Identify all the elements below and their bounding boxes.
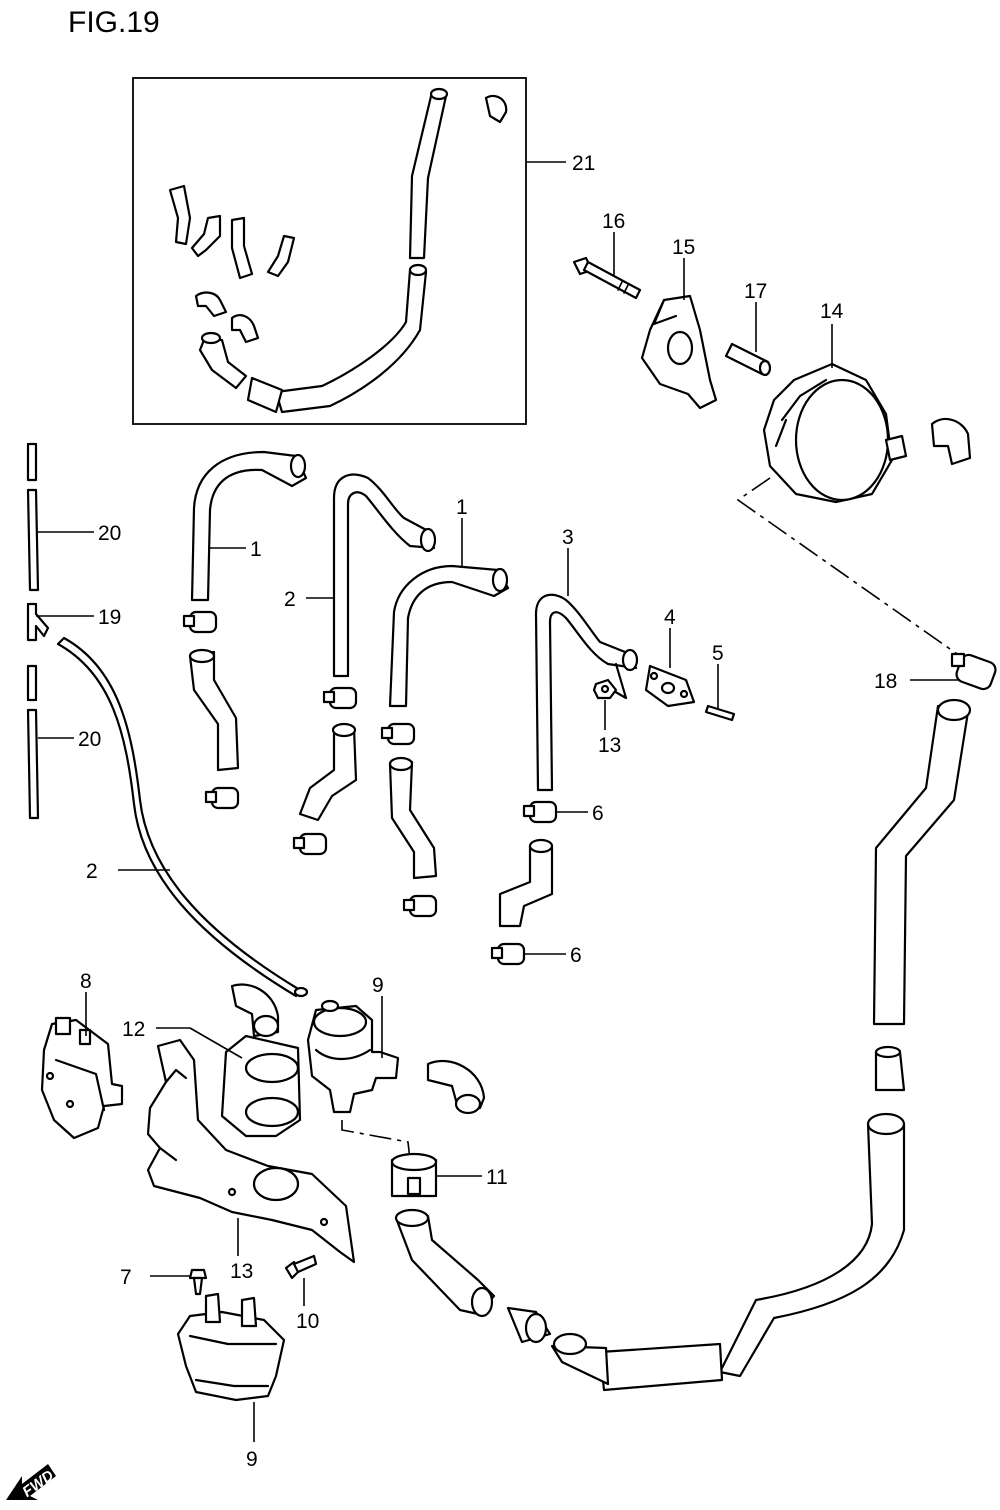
clamp-left-upper [182,610,218,634]
callout-20-lower: 20 [78,728,101,751]
callout-2-left: 1 [250,538,262,561]
callout-8: 10 [296,1310,319,1333]
hose-1-right [534,593,639,792]
callout-16: 16 [602,210,625,233]
callout-15: 15 [672,236,695,259]
clamp-13-lower [390,1152,438,1198]
clamp-left-lower [204,786,240,810]
vacuum-hose-18 [56,636,309,998]
tee-joint-19 [26,602,50,642]
callout-11: 9 [372,974,384,997]
callout-20-upper: 20 [98,522,121,545]
stud-bolt-4 [704,704,736,722]
clamp-13-upper [950,652,997,691]
callout-7: 13 [230,1260,253,1283]
solenoid-9-upper [40,1016,124,1140]
callout-18: 2 [86,860,98,883]
callout-19: 19 [98,606,121,629]
vent-tube-20-lower [26,664,40,820]
long-elbow-center [388,756,438,880]
sleeve-17 [724,342,772,377]
air-filter-14 [762,362,972,504]
hose-kit-box [132,77,527,425]
hose-1-left [332,473,437,678]
callout-12: 12 [122,1018,145,1041]
hose-2-right [388,564,510,708]
bolt-16 [572,256,642,300]
callout-6-lower: 6 [570,944,582,967]
vent-tube-20-upper [26,442,40,592]
callout-14: 14 [820,300,844,323]
fwd-arrow-icon: FWD [6,1464,57,1501]
callout-9-upper: 8 [80,970,92,993]
callout-9-lower: 9 [246,1448,258,1471]
main-air-hose-right [506,698,972,1392]
callout-6-upper: 6 [592,802,604,825]
clamp-mid-lower [292,832,328,856]
clamp-6-upper [522,800,558,824]
clamp-center-lower [402,894,438,918]
elbow-near-valve-left [230,983,280,1038]
callout-1-right: 3 [562,526,574,549]
callout-4: 5 [712,642,724,665]
bracket-15 [640,294,718,410]
s-hose-right [498,838,554,928]
bolt-8 [284,1254,318,1280]
callout-21: 21 [572,152,595,175]
nut-5 [592,678,618,700]
callout-1-left: 2 [284,588,296,611]
elbow-hose-left [188,648,240,772]
callout-2-right: 1 [456,496,468,519]
callout-13-lower: 11 [486,1166,508,1189]
clamp-center-upper [380,722,416,746]
elbow-near-valve-right [426,1059,486,1115]
clamp-mid-upper [322,686,358,710]
bolt-10 [188,1268,208,1296]
callout-17: 17 [744,280,767,303]
elbow-hose-lower [394,1208,496,1318]
gasket-3 [644,664,696,708]
s-hose-mid [298,722,358,822]
callout-13-upper: 18 [874,670,897,693]
hose-2-left [190,450,308,602]
clamp-6-lower [490,942,526,966]
callout-3: 4 [664,606,676,629]
air-control-valve-11 [306,999,400,1114]
bracket-7 [146,1038,356,1264]
callout-10: 7 [120,1266,132,1289]
callout-5: 13 [598,734,621,757]
solenoid-9-lower [176,1292,286,1402]
figure-title: FIG.19 [68,6,160,39]
holder-12 [220,1034,302,1138]
